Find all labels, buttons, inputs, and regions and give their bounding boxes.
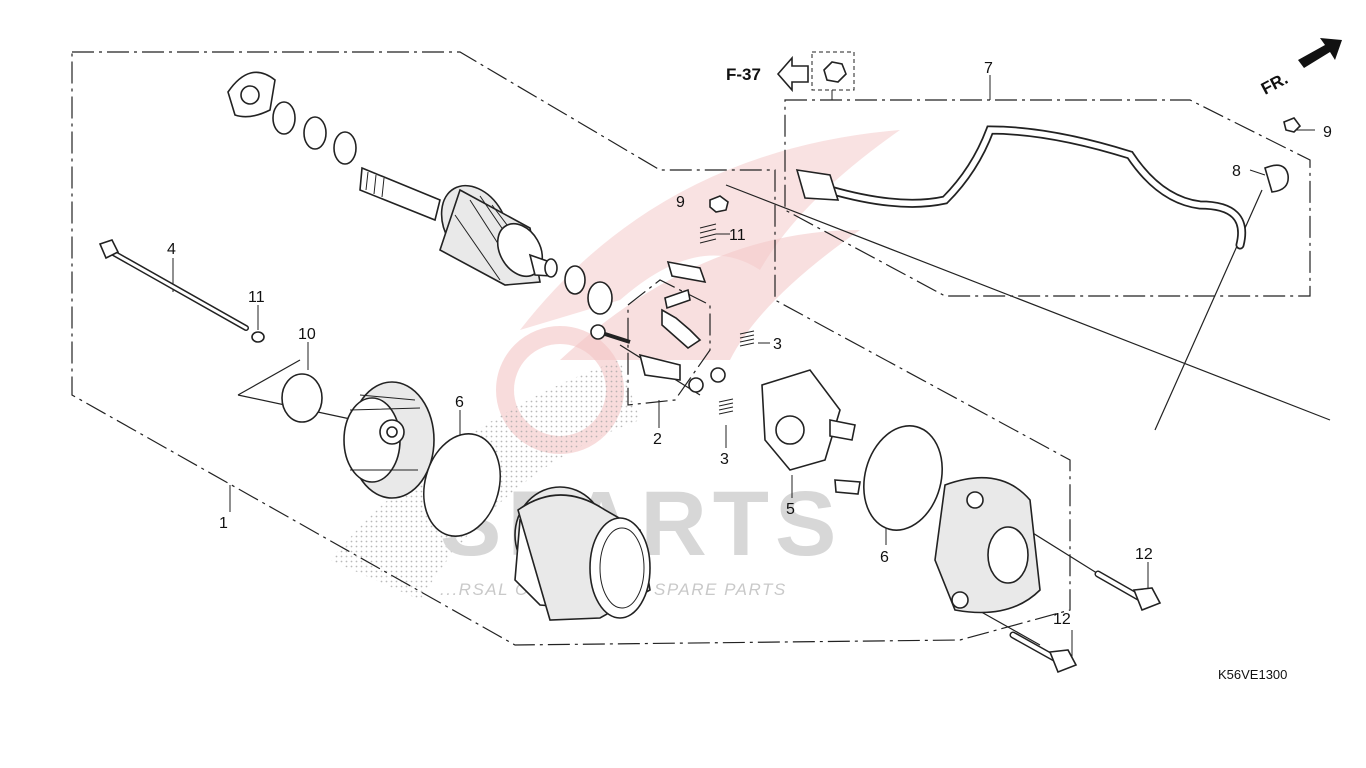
callout-8[interactable]: 8 [1232,163,1241,180]
armature-washer-1[interactable] [564,265,586,295]
yoke[interactable] [514,486,651,621]
thrust-washer-1[interactable] [272,101,296,135]
callout-12-upper[interactable]: 12 [1135,546,1153,563]
callout-7[interactable]: 7 [984,60,993,77]
callout-3-upper[interactable]: 3 [773,336,782,353]
terminal-washer-2[interactable] [710,367,726,383]
front-direction: FR. [1258,38,1342,99]
o-ring-6-front[interactable] [413,425,511,545]
small-washer[interactable] [251,331,265,343]
o-ring-6-rear[interactable] [853,417,954,539]
ref-label: F-37 [726,65,761,84]
through-bolt[interactable] [98,239,249,331]
insulator-plate[interactable] [666,260,707,284]
assembly-boundary [71,51,1071,646]
callout-9-right[interactable]: 9 [1323,124,1332,141]
harness-boundary [784,99,1311,297]
callout-3-lower[interactable]: 3 [720,451,729,468]
callout-11-center[interactable]: 11 [729,227,746,244]
leader-lines [172,75,1331,660]
rear-bolt-upper[interactable] [1094,570,1162,612]
brush-spring-upper[interactable] [739,330,755,347]
brush-holder[interactable] [761,369,861,495]
callout-5[interactable]: 5 [786,501,795,518]
terminal-washer-1[interactable] [688,377,704,393]
callout-10[interactable]: 10 [298,326,316,343]
ref-arrow-icon [776,55,809,93]
terminal-cap[interactable] [1264,164,1289,193]
flange-nut-icon [823,61,847,83]
callouts: 1 2 3 3 4 5 6 6 7 8 9 9 10 11 11 12 12 [167,60,1332,628]
callout-9-center[interactable]: 9 [676,194,685,211]
front-label: FR. [1258,69,1291,99]
lock-plate[interactable] [227,71,276,118]
thrust-washer-3[interactable] [333,131,357,165]
rear-bolt-lower[interactable] [1009,631,1078,674]
front-cover[interactable] [343,381,435,499]
callout-6-front[interactable]: 6 [455,394,464,411]
callout-6-rear[interactable]: 6 [880,549,889,566]
callout-2[interactable]: 2 [653,431,662,448]
cable-nut[interactable] [1283,117,1302,133]
thrust-washer-2[interactable] [303,116,327,150]
callout-1[interactable]: 1 [219,515,228,532]
callout-4[interactable]: 4 [167,241,176,258]
armature[interactable] [359,166,558,286]
brush-spring-lower[interactable] [718,398,734,415]
terminal-spring[interactable] [699,223,717,244]
diagram-code: K56VE1300 [1218,667,1287,682]
callout-12-lower[interactable]: 12 [1053,611,1071,628]
front-arrow-icon [1298,38,1342,68]
armature-washer-2[interactable] [587,281,613,315]
callout-11-left[interactable]: 11 [248,289,265,306]
f37-reference[interactable]: F-37 [726,51,855,100]
terminal-nut[interactable] [709,195,729,213]
starter-cable[interactable] [795,125,1246,250]
rear-cover[interactable] [934,477,1041,614]
o-ring-10[interactable] [281,373,323,423]
terminal-bolt[interactable] [590,288,702,381]
brush-holder-boundary [627,279,711,406]
